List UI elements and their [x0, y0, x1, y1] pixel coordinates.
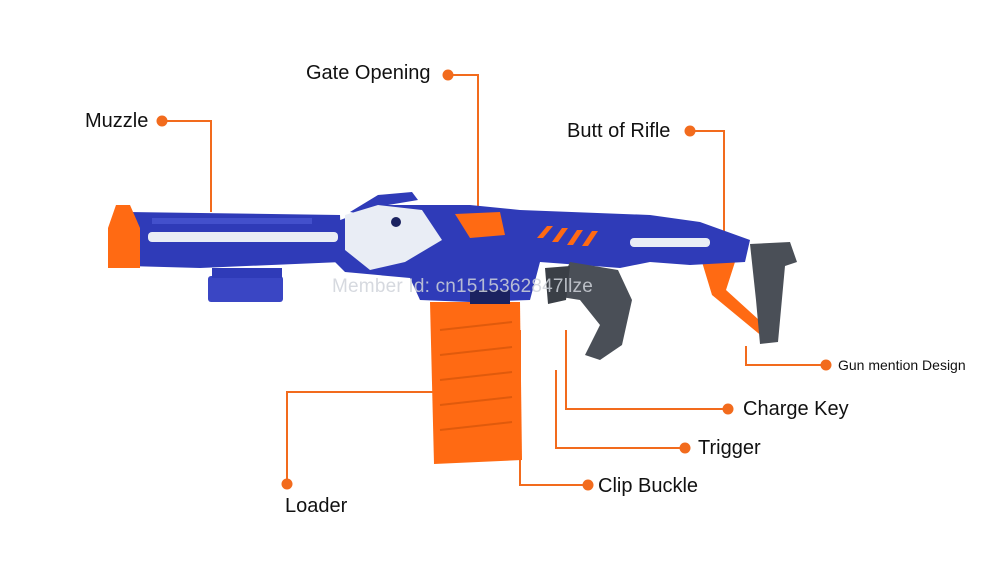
- dot-muzzle: [156, 115, 168, 127]
- label-loader: Loader: [285, 495, 348, 517]
- callout-dots: [156, 69, 832, 491]
- under-barrel-block: [208, 276, 283, 302]
- plate-bolt: [391, 217, 401, 227]
- callout-line-gun-mention-design: [745, 346, 826, 366]
- pistol-grip: [555, 262, 632, 360]
- trigger-guard: [545, 266, 570, 304]
- callout-line-trigger: [555, 370, 685, 449]
- stock-arm: [702, 262, 770, 338]
- dot-clip-buckle: [582, 479, 594, 491]
- label-gun-mention-design: Gun mention Design: [838, 357, 966, 373]
- dot-gate-opening: [442, 69, 454, 81]
- gate-orange: [455, 212, 505, 238]
- white-plate: [345, 205, 442, 270]
- callout-line-butt-of-rifle: [690, 130, 725, 240]
- callout-line-charge-key: [565, 330, 728, 410]
- stock-butt: [750, 242, 797, 344]
- gun-body: [108, 192, 797, 464]
- dot-trigger: [679, 442, 691, 454]
- label-trigger: Trigger: [698, 437, 761, 459]
- mag-well: [470, 290, 510, 304]
- muzzle-cap: [108, 205, 140, 268]
- callout-line-gate-opening: [448, 74, 479, 208]
- dot-charge-key: [722, 403, 734, 415]
- label-butt-of-rifle: Butt of Rifle: [567, 120, 671, 142]
- callout-line-clip-buckle: [519, 330, 588, 486]
- dot-gun-mention-design: [820, 359, 832, 371]
- dot-butt-of-rifle: [684, 125, 696, 137]
- barrel-rail: [152, 218, 312, 224]
- callout-line-loader: [286, 391, 437, 484]
- label-muzzle: Muzzle: [85, 110, 149, 132]
- label-clip-buckle: Clip Buckle: [598, 475, 699, 497]
- dot-loader: [281, 478, 293, 490]
- watermark: Member Id: cn1515362847llze: [332, 276, 594, 297]
- barrel-trim: [148, 232, 338, 242]
- label-gate-opening: Gate Opening: [306, 62, 431, 84]
- callout-line-muzzle: [162, 120, 212, 212]
- label-charge-key: Charge Key: [743, 398, 849, 420]
- magazine-ribs: [439, 321, 513, 431]
- side-trim: [630, 238, 710, 247]
- vent-stripes: [537, 226, 598, 246]
- receiver: [335, 205, 750, 302]
